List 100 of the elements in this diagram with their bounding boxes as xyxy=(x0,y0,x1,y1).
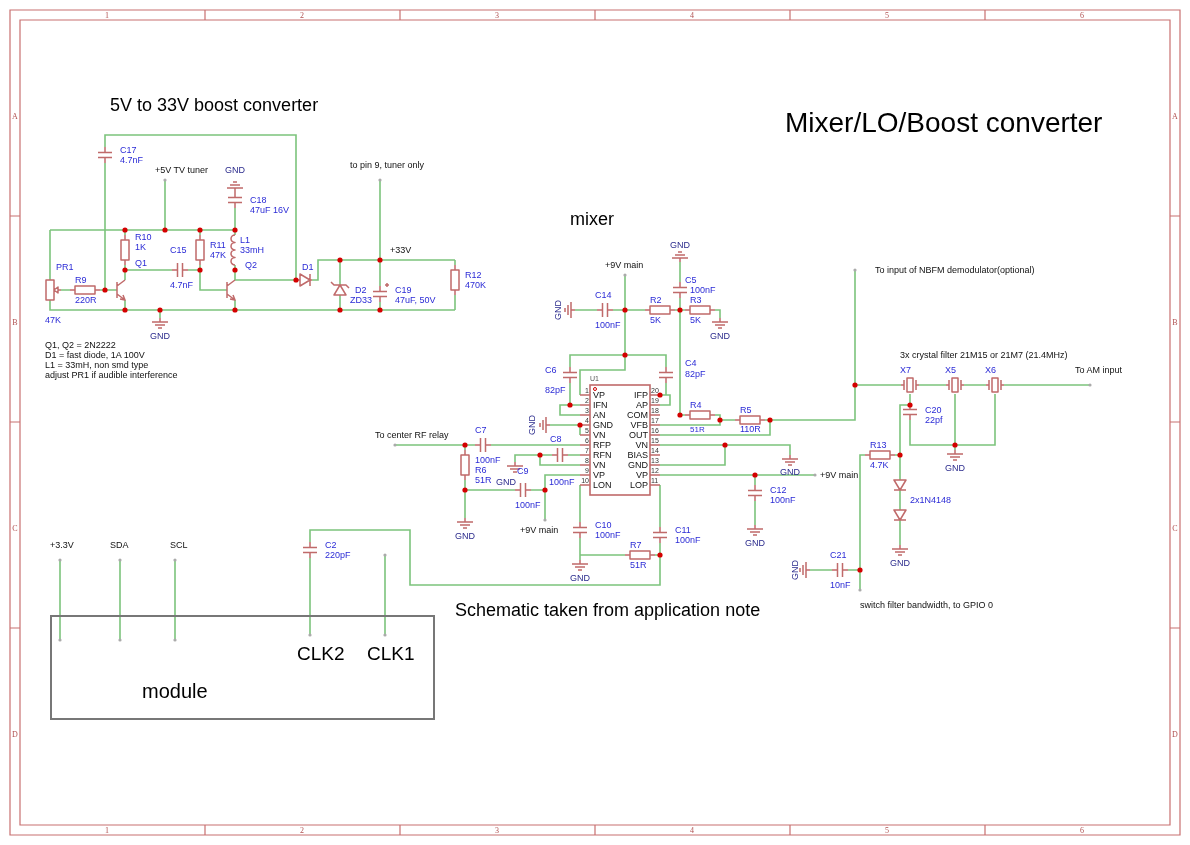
grid-marker: D xyxy=(1172,730,1178,739)
component-label: L1 xyxy=(240,235,250,245)
pin-name: VN xyxy=(593,460,606,470)
component-label: D1 xyxy=(302,262,314,272)
component-label: X7 xyxy=(900,365,911,375)
component-label: R13 xyxy=(870,440,887,450)
module-box xyxy=(50,615,435,720)
component-label: 110R xyxy=(740,424,761,434)
grid-marker: B xyxy=(12,318,18,327)
component-label: C7 xyxy=(475,425,487,435)
component-label: 220pF xyxy=(325,550,351,560)
section-heading: Schematic taken from application note xyxy=(455,599,761,621)
grid-marker: A xyxy=(1172,112,1178,121)
net-label: +9V main xyxy=(520,525,559,535)
pin-name: OUT xyxy=(629,430,648,440)
pin-name: CLK2 xyxy=(297,643,345,665)
grid-marker: 1 xyxy=(105,826,109,835)
pin-name: CLK1 xyxy=(367,643,415,665)
grid-marker: 3 xyxy=(495,11,499,20)
note-text: switch filter bandwidth, to GPIO 0 xyxy=(860,600,994,610)
component-label: R10 xyxy=(135,232,152,242)
ground-label: GND xyxy=(745,538,765,548)
grid-marker: C xyxy=(12,524,18,533)
component-label: 2x1N4148 xyxy=(910,495,952,505)
grid-marker: D xyxy=(12,730,18,739)
component-label: Q1 xyxy=(135,258,147,268)
grid-marker: 4 xyxy=(690,11,694,20)
net-label: +3.3V xyxy=(50,540,74,550)
note-text: Q1, Q2 = 2N2222 xyxy=(45,340,116,350)
pin-name: VP xyxy=(593,390,605,400)
ground-label: GND xyxy=(225,165,245,175)
component-label: C6 xyxy=(545,365,557,375)
grid-marker: C xyxy=(1172,524,1178,533)
component-label: R5 xyxy=(740,405,752,415)
grid-marker: 1 xyxy=(105,11,109,20)
component-label: 100nF xyxy=(515,500,541,510)
component-label: R4 xyxy=(690,400,702,410)
component-label: C2 xyxy=(325,540,337,550)
component-label: 47uF, 50V xyxy=(395,295,436,305)
net-label: +5V TV tuner xyxy=(155,165,209,175)
component-label: 22pf xyxy=(925,415,943,425)
note-text: To center RF relay xyxy=(375,430,449,440)
component-label: 82pF xyxy=(545,385,566,395)
component-label: 100nF xyxy=(475,455,501,465)
grid-marker: A xyxy=(12,112,18,121)
grid-marker: 4 xyxy=(690,826,694,835)
ground-label: GND xyxy=(553,300,563,320)
ground-label: GND xyxy=(527,415,537,435)
pin-name: IFP xyxy=(634,390,648,400)
pin-name: LOP xyxy=(630,480,648,490)
component-label: R7 xyxy=(630,540,642,550)
grid-marker: 6 xyxy=(1080,826,1084,835)
pin-name: VFB xyxy=(630,420,648,430)
pin-name: VP xyxy=(636,470,648,480)
section-heading: mixer xyxy=(570,208,614,230)
pin-name: GND xyxy=(628,460,648,470)
component-label: R11 xyxy=(210,240,226,250)
component-label: C10 xyxy=(595,520,612,530)
ground-label: GND xyxy=(570,573,590,583)
ground-label: GND xyxy=(790,560,800,580)
pin-name: AN xyxy=(593,410,606,420)
component-label: 47K xyxy=(210,250,226,260)
component-label: Q2 xyxy=(245,260,257,270)
component-label: 1K xyxy=(135,242,146,252)
pin-name: VN xyxy=(635,440,648,450)
component-label: 4.7nF xyxy=(120,155,143,165)
component-label: 82pF xyxy=(685,369,706,379)
diagram-title: Mixer/LO/Boost converter xyxy=(785,107,1103,139)
pin-name: RFP xyxy=(593,440,611,450)
component-label: R2 xyxy=(650,295,662,305)
ground-label: GND xyxy=(890,558,910,568)
note-text: To AM input xyxy=(1075,365,1123,375)
pin-name: VP xyxy=(593,470,605,480)
grid-marker: 2 xyxy=(300,826,304,835)
component-label: 4.7nF xyxy=(170,280,193,290)
component-label: X5 xyxy=(945,365,956,375)
component-label: C9 xyxy=(517,466,529,476)
component-label: 5K xyxy=(650,315,661,325)
component-label: C21 xyxy=(830,550,847,560)
note-text: To input of NBFM demodulator(optional) xyxy=(875,265,1035,275)
net-label: SCL xyxy=(170,540,188,550)
grid-marker: 3 xyxy=(495,826,499,835)
net-label: +33V xyxy=(390,245,412,255)
pin-name: BIAS xyxy=(627,450,648,460)
component-label: R12 xyxy=(465,270,482,280)
component-label: C18 xyxy=(250,195,267,205)
pin-name: RFN xyxy=(593,450,612,460)
component-label: 10nF xyxy=(830,580,851,590)
component-label: 51R xyxy=(690,426,705,434)
component-label: X6 xyxy=(985,365,996,375)
component-label: 220R xyxy=(75,295,97,305)
pin-name: AP xyxy=(636,400,648,410)
component-label: C4 xyxy=(685,358,697,368)
component-label: 100nF xyxy=(595,320,621,330)
component-label: C14 xyxy=(595,290,612,300)
component-label: C8 xyxy=(550,434,562,444)
ground-label: GND xyxy=(710,331,730,341)
note-text: D1 = fast diode, 1A 100V xyxy=(45,350,145,360)
component-label: PR1 xyxy=(56,262,74,272)
ground-label: GND xyxy=(945,463,965,473)
